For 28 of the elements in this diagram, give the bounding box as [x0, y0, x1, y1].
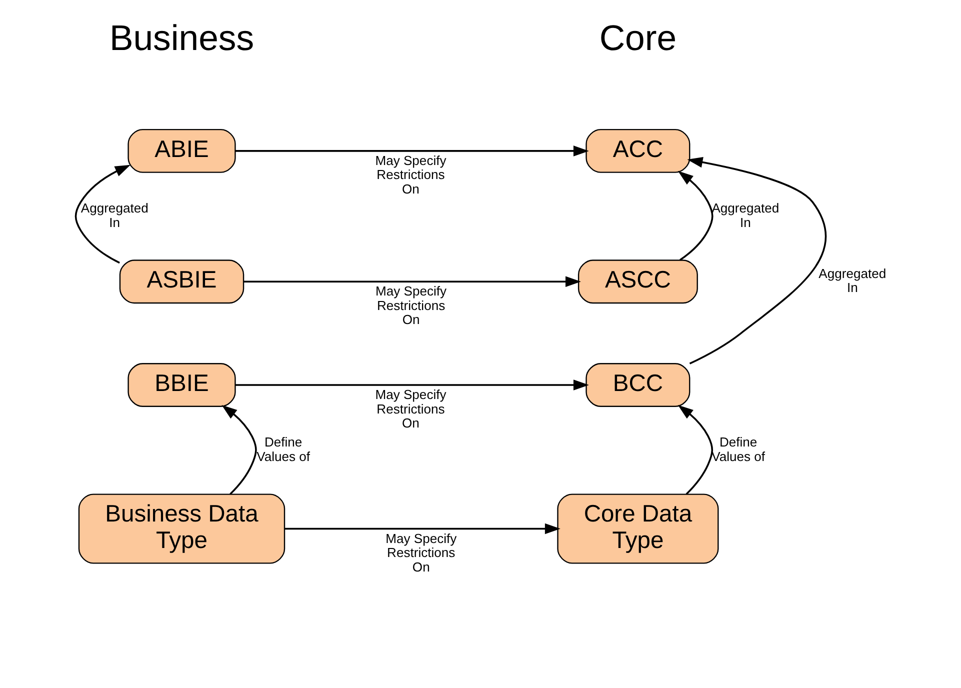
edge-label: Aggregated In	[711, 200, 779, 230]
arrow	[234, 146, 588, 156]
label: Core	[598, 18, 676, 58]
edge-label: May Specify Restrictions On	[374, 387, 446, 431]
node-box: BBIE	[127, 363, 236, 407]
edge-label: Aggregated In	[80, 200, 148, 230]
node-box: ABIE	[127, 128, 236, 173]
arrow	[74, 164, 130, 264]
edge-label: May Specify Restrictions On	[375, 284, 446, 328]
arrow	[221, 404, 256, 495]
edge-label: Aggregated In	[818, 266, 886, 296]
arrow	[677, 404, 713, 495]
edge-label: May Specify Restrictions On	[385, 530, 456, 574]
node-box: BCC	[585, 363, 690, 407]
arrow	[234, 380, 588, 390]
label: Business	[108, 18, 254, 58]
edge-label: Define Values of	[256, 434, 310, 464]
arrow	[686, 156, 826, 364]
edge-label: Define Values of	[711, 434, 765, 464]
arrow	[677, 170, 713, 261]
arrow	[284, 523, 560, 534]
edge-label: May Specify Restrictions On	[374, 152, 446, 196]
node-box: Core Data Type	[556, 494, 718, 564]
node-box: ASCC	[577, 260, 698, 304]
node-box: Business Data Type	[78, 494, 285, 564]
node-box: ASBIE	[118, 260, 244, 304]
arrow	[243, 276, 580, 288]
node-box: ACC	[585, 128, 690, 173]
